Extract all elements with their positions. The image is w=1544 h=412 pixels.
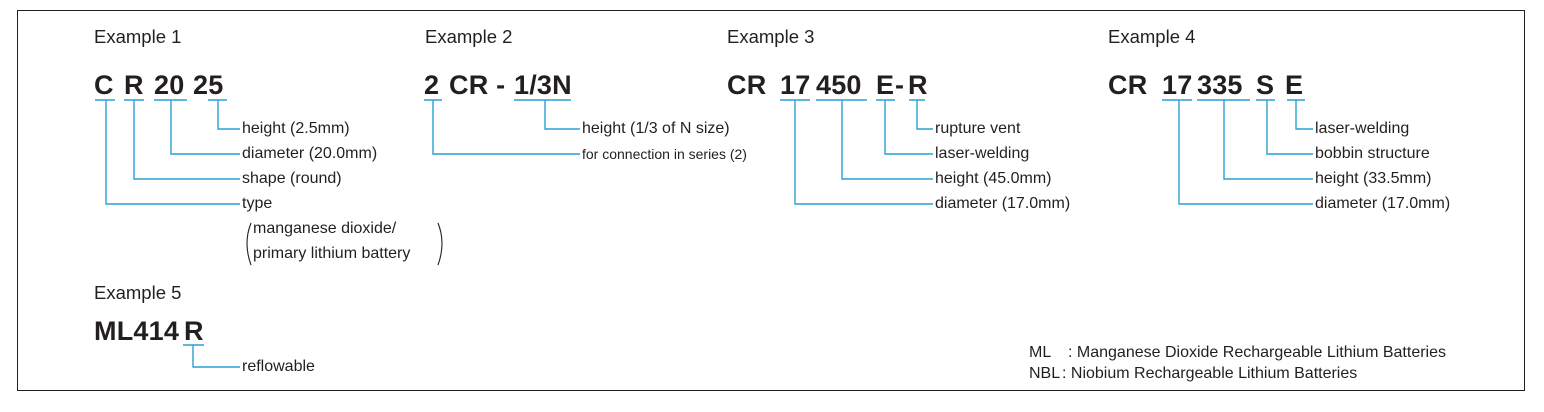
example-4-code-part: 17 — [1162, 70, 1193, 100]
example-5-label: reflowable — [242, 358, 315, 375]
example-4-label: diameter (17.0mm) — [1315, 195, 1451, 212]
example-1-code-part: R — [124, 70, 144, 100]
example-3-code-part: R — [908, 70, 928, 100]
connector-ex3-height — [816, 99, 933, 180]
example-3-code-part: 450 — [816, 70, 862, 100]
example-4-label: laser-welding — [1315, 120, 1410, 137]
legend-abbr: ML — [1029, 344, 1052, 361]
connector-ex4-height — [1197, 99, 1313, 180]
connector-ex3-rupture — [909, 99, 933, 130]
example-2-label: for connection in series (2) — [582, 146, 747, 162]
connector-ex2-height — [514, 99, 580, 130]
legend-text: : Manganese Dioxide Rechargeable Lithium… — [1068, 344, 1446, 361]
example-3-label: rupture vent — [935, 120, 1021, 137]
example-2-label: height (1/3 of N size) — [582, 120, 730, 137]
example-1-label: shape (round) — [242, 170, 342, 187]
example-2-code-part: 1/3N — [514, 70, 572, 100]
example-4-label: bobbin structure — [1315, 145, 1430, 162]
example-4-label: height (33.5mm) — [1315, 170, 1432, 187]
connector-ex2-series — [424, 99, 580, 155]
example-4-code-part: E — [1285, 70, 1304, 100]
connector-ex1-diameter — [154, 99, 240, 155]
example-2-code-part: CR - — [449, 70, 506, 100]
example-2-heading: Example 2 — [425, 26, 513, 47]
connector-ex1-type — [95, 99, 240, 205]
legend-abbr: NBL — [1029, 365, 1061, 382]
connector-ex3-laser — [876, 99, 933, 155]
example-4-code-part: CR — [1108, 70, 1148, 100]
diagram-frame — [17, 10, 1525, 391]
example-1-label: height (2.5mm) — [242, 120, 350, 137]
example-2-code-part: 2 — [424, 70, 440, 100]
connector-ex4-laser — [1287, 99, 1313, 130]
example-1-label: type — [242, 195, 273, 212]
note-paren-left — [246, 222, 252, 266]
example-1-heading: Example 1 — [94, 26, 182, 47]
connector-ex1-shape — [124, 99, 240, 180]
example-4-code-part: S — [1256, 70, 1275, 100]
note-paren-right — [437, 222, 443, 266]
example-3-label: diameter (17.0mm) — [935, 195, 1071, 212]
example-3-code-part: CR — [727, 70, 767, 100]
example-3-heading: Example 3 — [727, 26, 815, 47]
connector-ex5-reflowable — [183, 344, 240, 368]
connector-ex1-height — [208, 99, 240, 130]
legend-text: : Niobium Rechargeable Lithium Batteries — [1062, 365, 1358, 382]
example-1-code-part: 25 — [193, 70, 224, 100]
example-4-heading: Example 4 — [1108, 26, 1196, 47]
connector-ex3-diameter — [780, 99, 933, 205]
example-1-note-line: manganese dioxide/ — [253, 220, 397, 237]
example-3-label: height (45.0mm) — [935, 170, 1052, 187]
connector-ex4-bobbin — [1256, 99, 1313, 155]
example-1-code-part: 20 — [154, 70, 185, 100]
example-1-code-part: C — [94, 70, 114, 100]
example-5-heading: Example 5 — [94, 282, 182, 303]
example-3-code-part: E — [876, 70, 895, 100]
example-5-code-part: ML414 — [94, 316, 180, 346]
example-5-code-part: R — [184, 316, 204, 346]
example-1-label: diameter (20.0mm) — [242, 145, 378, 162]
example-1-note-line: primary lithium battery — [253, 245, 411, 262]
example-3-code-part: 17 — [780, 70, 811, 100]
connector-ex4-diameter — [1162, 99, 1313, 205]
example-3-label: laser-welding — [935, 145, 1030, 162]
example-4-code-part: 335 — [1197, 70, 1243, 100]
example-3-code-part: - — [895, 70, 905, 100]
